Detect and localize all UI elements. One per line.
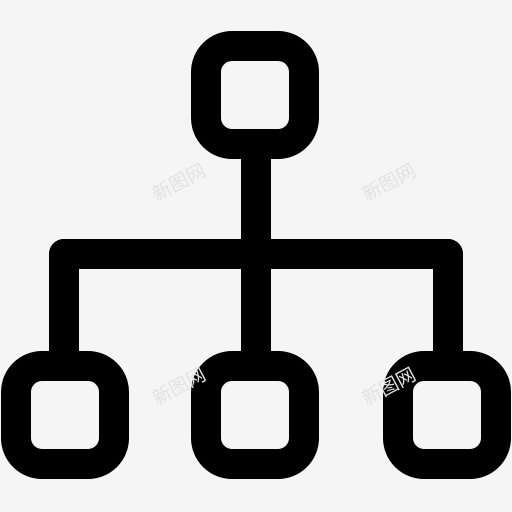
bottom-center-node	[191, 351, 319, 479]
bottom-left-node	[1, 351, 129, 479]
bottom-right-node	[383, 351, 511, 479]
